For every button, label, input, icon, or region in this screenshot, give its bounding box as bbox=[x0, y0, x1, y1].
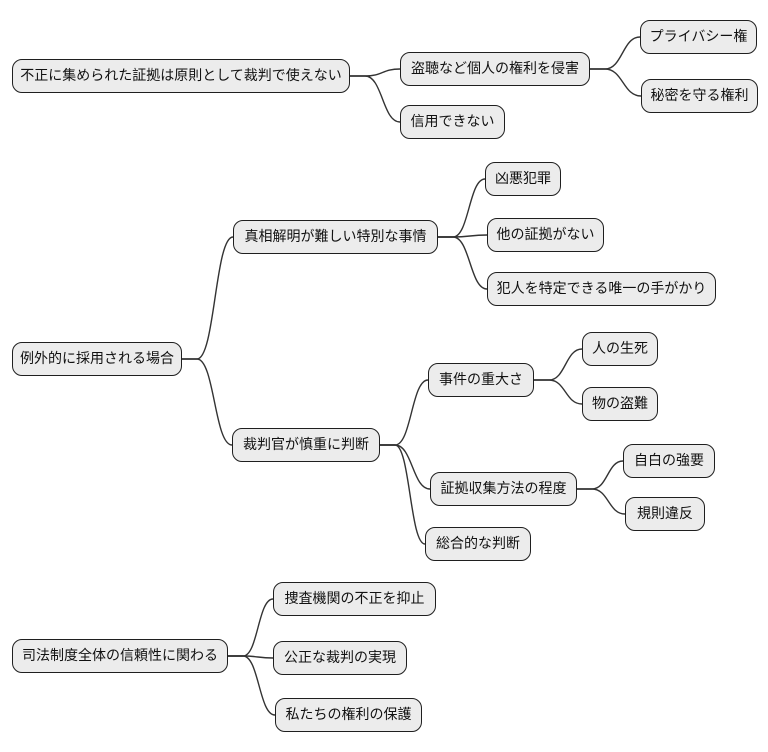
edge bbox=[379, 444, 426, 545]
edge bbox=[181, 358, 233, 446]
edge bbox=[576, 488, 626, 515]
edge bbox=[533, 348, 583, 381]
node-privacy-right: プライバシー権 bbox=[640, 20, 757, 54]
node-judge-careful-decision: 裁判官が慎重に判断 bbox=[232, 428, 380, 462]
edge bbox=[589, 36, 641, 70]
node-deter-investigative-misconduct: 捜査機関の不正を抑止 bbox=[273, 582, 436, 616]
node-illegally-collected-evidence-root: 不正に集められた証拠は原則として裁判で使えない bbox=[12, 59, 350, 93]
edge bbox=[379, 379, 429, 446]
node-exceptional-adoption-root: 例外的に採用される場合 bbox=[12, 342, 182, 376]
edge bbox=[437, 236, 488, 290]
node-only-clue-to-identify-culprit: 犯人を特定できる唯一の手がかり bbox=[487, 272, 716, 306]
node-comprehensive-judgment: 総合的な判断 bbox=[425, 527, 531, 561]
edge bbox=[349, 68, 401, 77]
node-life-or-death: 人の生死 bbox=[582, 332, 658, 366]
edge bbox=[227, 655, 276, 716]
edge bbox=[349, 75, 401, 123]
node-forced-confession: 自白の強要 bbox=[623, 444, 715, 478]
edge bbox=[533, 379, 583, 405]
node-fair-trial-realization: 公正な裁判の実現 bbox=[273, 641, 407, 675]
edge bbox=[437, 178, 486, 238]
node-not-trustworthy: 信用できない bbox=[400, 105, 505, 139]
node-no-other-evidence: 他の証拠がない bbox=[487, 218, 604, 252]
node-judicial-system-trust-root: 司法制度全体の信頼性に関わる bbox=[12, 639, 228, 673]
node-theft-of-property: 物の盗難 bbox=[582, 387, 658, 421]
node-evidence-collection-method-degree: 証拠収集方法の程度 bbox=[430, 472, 577, 506]
edge bbox=[589, 68, 642, 97]
node-right-to-secrecy: 秘密を守る権利 bbox=[641, 79, 758, 113]
node-case-severity: 事件の重大さ bbox=[428, 363, 534, 397]
node-special-circumstances: 真相解明が難しい特別な事情 bbox=[233, 220, 438, 254]
edge bbox=[576, 460, 624, 490]
node-wiretapping-rights-violation: 盗聴など個人の権利を侵害 bbox=[400, 52, 590, 86]
node-protect-our-rights: 私たちの権利の保護 bbox=[275, 698, 422, 732]
node-rule-violation: 規則違反 bbox=[625, 497, 705, 531]
edge bbox=[227, 598, 274, 657]
node-heinous-crime: 凶悪犯罪 bbox=[485, 162, 561, 196]
edge bbox=[181, 236, 234, 360]
